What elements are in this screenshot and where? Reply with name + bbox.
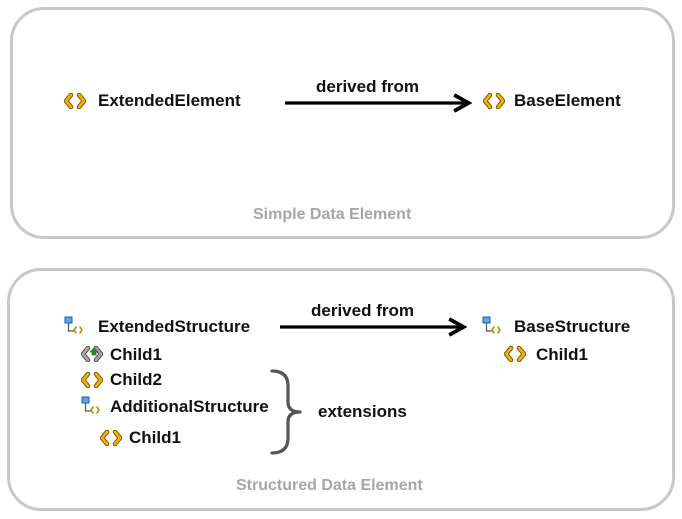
simple-data-element-panel: [10, 7, 675, 239]
derived-from-label: derived from: [316, 77, 419, 96]
extensions-label: extensions: [318, 402, 407, 421]
additional-structure-label: AdditionalStructure: [110, 397, 269, 416]
extensions-brace: [270, 369, 302, 455]
data-element-icon: [483, 93, 505, 109]
data-element-icon: [100, 430, 122, 446]
derived-from-label: derived from: [311, 301, 414, 320]
base-child1-label: Child1: [536, 345, 588, 364]
base-element-label: BaseElement: [514, 91, 621, 110]
inherited-element-icon: [81, 346, 103, 362]
derived-from-arrow: [285, 93, 475, 113]
data-structure-icon: [81, 396, 101, 416]
data-structure-icon: [482, 316, 502, 336]
structured-data-element-caption: Structured Data Element: [236, 477, 423, 494]
data-element-icon: [504, 346, 526, 362]
child1-inherited-label: Child1: [110, 345, 162, 364]
data-element-icon: [81, 372, 103, 388]
structured-data-element-panel: [7, 268, 675, 511]
derived-from-arrow: [280, 317, 470, 337]
base-structure-label: BaseStructure: [514, 317, 631, 336]
simple-data-element-caption: Simple Data Element: [253, 206, 412, 223]
extended-structure-label: ExtendedStructure: [98, 317, 251, 336]
additional-child1-label: Child1: [129, 428, 181, 447]
data-element-icon: [64, 93, 86, 109]
extended-element-label: ExtendedElement: [98, 91, 241, 110]
data-structure-icon: [64, 316, 84, 336]
child2-label: Child2: [110, 370, 162, 389]
